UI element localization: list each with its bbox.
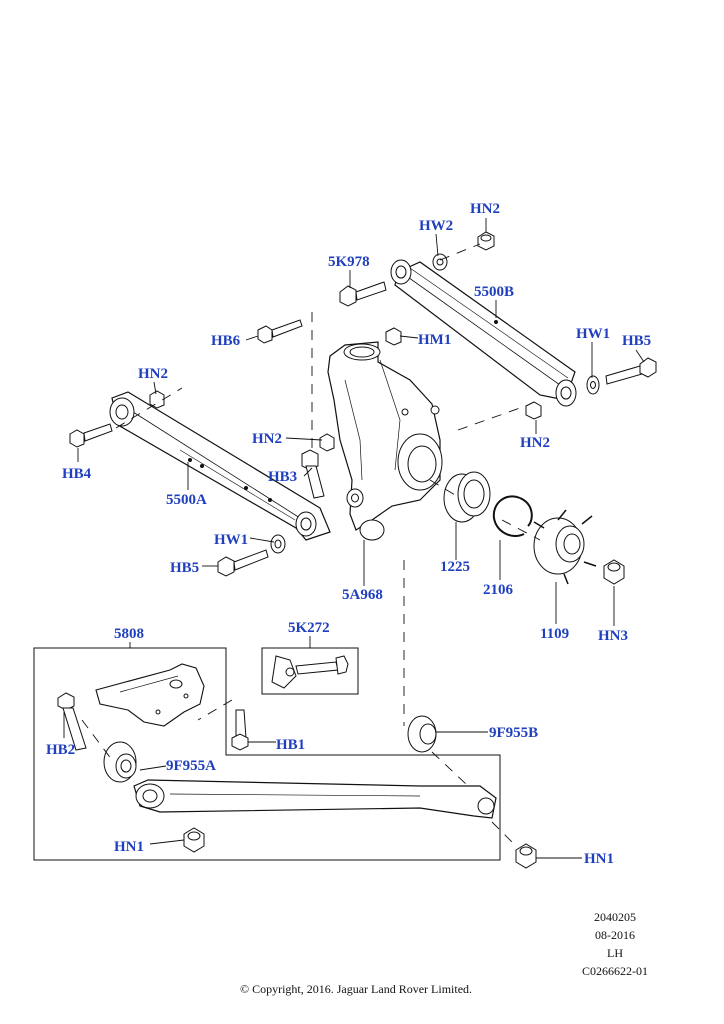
copyright: © Copyright, 2016. Jaguar Land Rover Lim… — [239, 982, 473, 996]
callout-hw1-left: HW1 — [214, 532, 248, 548]
callout-5808: 5808 — [114, 626, 144, 642]
callout-2106: 2106 — [483, 582, 514, 598]
callout-hw1-right: HW1 — [576, 326, 610, 342]
nut-hn2-left — [149, 390, 165, 409]
callout-hn2-right: HN2 — [520, 435, 550, 451]
bush-9f955b — [407, 715, 437, 753]
callout-labels: HN2 HW2 5K978 5500B HB6 HM1 HW1 HB5 HN2 … — [46, 201, 651, 867]
kit-5k272 — [261, 647, 359, 695]
diagram-ref: C0266622-01 — [582, 964, 648, 978]
bearing-1225 — [443, 471, 491, 523]
callout-hn2-left: HN2 — [138, 366, 168, 382]
group-frame-5808 — [33, 647, 501, 861]
bolt-hb3 — [301, 449, 325, 499]
nut-hm1 — [385, 327, 402, 346]
callout-hb6: HB6 — [211, 333, 241, 349]
washer-hw1-left — [270, 534, 286, 554]
nut-hn1-left — [183, 827, 205, 853]
callout-5k272: 5K272 — [288, 620, 330, 636]
callout-hb3: HB3 — [268, 469, 297, 485]
washer-hw1-right — [586, 375, 600, 395]
leader-lines — [63, 218, 645, 859]
nut-hn2-right — [525, 401, 542, 420]
bolt-hb1 — [231, 709, 249, 751]
diagram-side: LH — [607, 946, 623, 960]
bolt-hb6 — [257, 319, 303, 344]
bolt-hb5-left — [217, 549, 269, 577]
callout-hb2: HB2 — [46, 742, 75, 758]
bush-9f955a — [103, 741, 137, 783]
callout-5a968: 5A968 — [342, 587, 383, 603]
nut-hn2-top — [477, 231, 495, 251]
bolt-hb5-right — [605, 357, 657, 385]
callout-1109: 1109 — [540, 626, 569, 642]
bolt-5k978 — [339, 281, 387, 307]
diagram-date: 08-2016 — [595, 928, 635, 942]
nut-hn1-right — [515, 843, 537, 869]
callout-hm1: HM1 — [418, 332, 451, 348]
callout-hb5-right: HB5 — [622, 333, 651, 349]
bracket-5808 — [95, 663, 205, 727]
nut-hn3 — [603, 559, 625, 585]
nut-hn2-mid — [319, 433, 335, 452]
callout-5500a: 5500A — [166, 492, 207, 508]
callout-hn3: HN3 — [598, 628, 628, 644]
diagram-code: 2040205 — [594, 910, 636, 924]
knuckle-5a968 — [327, 341, 443, 541]
callout-hn2-mid: HN2 — [252, 431, 282, 447]
bolt-hb4 — [69, 423, 113, 448]
callout-hn2-top: HN2 — [470, 201, 500, 217]
callout-9f955a: 9F955A — [166, 758, 216, 774]
callout-hw2: HW2 — [419, 218, 453, 234]
circlip-2106 — [492, 495, 533, 537]
hub-1109 — [533, 509, 597, 585]
callout-1225: 1225 — [440, 559, 470, 575]
callout-hb4: HB4 — [62, 466, 92, 482]
callout-hn1-left: HN1 — [114, 839, 144, 855]
callout-5500b: 5500B — [474, 284, 514, 300]
trailing-arm — [133, 779, 497, 819]
callout-hb1: HB1 — [276, 737, 305, 753]
lower-arm-5500a — [109, 391, 331, 541]
assembly-dash-lines — [81, 243, 541, 847]
washer-hw2 — [432, 253, 448, 271]
callout-9f955b: 9F955B — [489, 725, 538, 741]
upper-arm-5500b — [390, 259, 577, 407]
callout-5k978: 5K978 — [328, 254, 370, 270]
callout-hb5-left: HB5 — [170, 560, 199, 576]
callout-hn1-right: HN1 — [584, 851, 614, 867]
diagram-meta: 2040205 08-2016 LH C0266622-01 — [570, 908, 660, 980]
bolt-hb2 — [57, 692, 87, 751]
